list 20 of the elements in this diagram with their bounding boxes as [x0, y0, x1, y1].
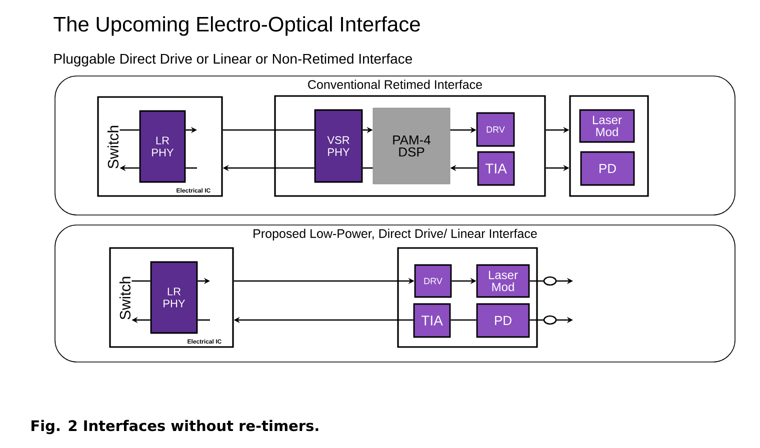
chip-block: PD [580, 151, 635, 186]
module-box [397, 247, 538, 348]
chip-block: DRV [476, 112, 515, 147]
switch-label: Switch [108, 126, 118, 168]
dsp-block: PAM-4 DSP [372, 108, 450, 184]
chip-block: PD [476, 303, 530, 338]
switch-label: Switch [120, 276, 130, 320]
chip-block: TIA [413, 303, 451, 338]
chip-block: TIA [477, 151, 515, 186]
chip-block: Laser Mod [579, 109, 635, 143]
chip-block: LR PHY [139, 110, 186, 183]
chip-block: LR PHY [150, 261, 198, 334]
chip-block: Laser Mod [476, 264, 530, 298]
subtitle: Pluggable Direct Drive or Linear or Non-Retimed Interface [54, 53, 412, 67]
module-box [569, 95, 649, 197]
title: The Upcoming Electro-Optical Interface [54, 16, 420, 36]
chip-block: VSR PHY [314, 109, 363, 183]
chip-block: DRV [414, 264, 452, 298]
module-box [274, 95, 546, 197]
caption: Fig. 2 Interfaces without re-timers. [32, 420, 318, 434]
